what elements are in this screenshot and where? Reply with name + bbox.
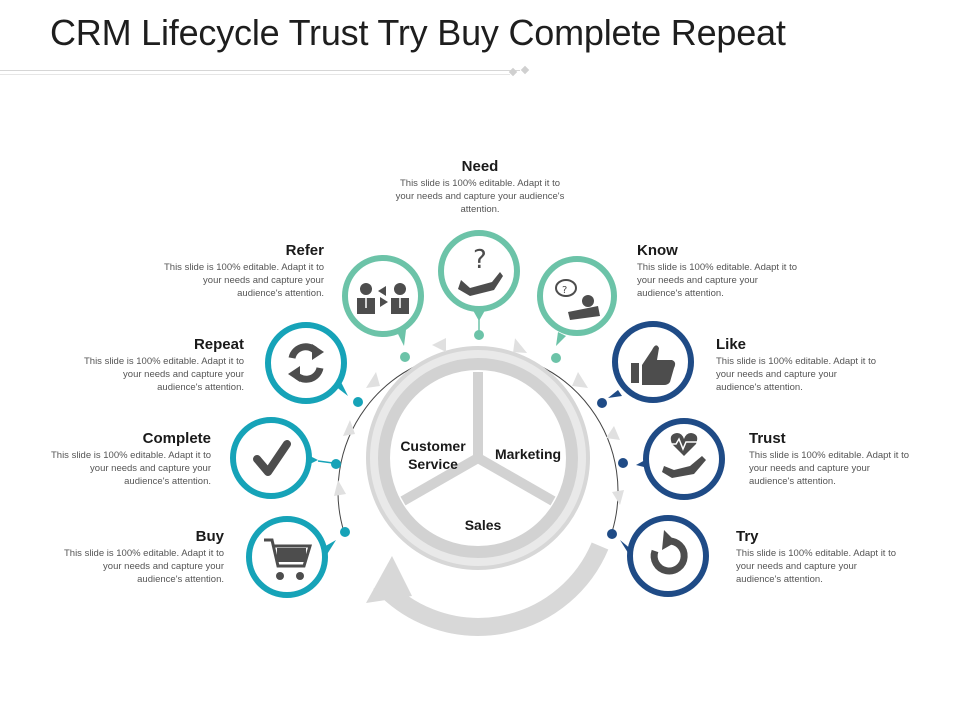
arc-arrow — [366, 372, 380, 388]
stage-text-try: Try This slide is 100% editable. Adapt i… — [736, 528, 904, 586]
stage-text-like: Like This slide is 100% editable. Adapt … — [716, 336, 884, 394]
svg-text:?: ? — [562, 285, 567, 296]
stage-heading: Need — [461, 158, 499, 175]
stage-heading: Try — [736, 528, 759, 545]
arc-arrow — [343, 420, 355, 436]
stage-heading: Buy — [195, 528, 224, 545]
stage-description: This slide is 100% editable. Adapt it to… — [83, 356, 244, 393]
stage-text-repeat: Repeat This slide is 100% editable. Adap… — [76, 336, 244, 394]
thumbs-up-icon — [631, 345, 676, 385]
stage-description: This slide is 100% editable. Adapt it to… — [637, 262, 798, 299]
shopping-cart-icon — [264, 538, 313, 580]
arc-arrow — [432, 338, 446, 352]
stage-text-know: Know This slide is 100% editable. Adapt … — [637, 242, 805, 300]
stage-description: This slide is 100% editable. Adapt it to… — [716, 356, 877, 393]
page-title: CRM Lifecycle Trust Try Buy Complete Rep… — [50, 12, 786, 53]
stage-description: This slide is 100% editable. Adapt it to… — [163, 262, 324, 299]
arc-arrow — [334, 480, 346, 496]
wheel-spoke — [475, 453, 556, 506]
center-segment-sales: Sales — [464, 517, 502, 533]
stage-heading: Refer — [285, 242, 324, 259]
refresh-icon — [288, 343, 324, 383]
thinking-person-icon: ? — [555, 279, 600, 320]
arc-arrows — [334, 338, 624, 505]
heart-hand-icon — [662, 433, 706, 478]
arc-arrow — [612, 490, 624, 505]
stage-heading: Trust — [749, 430, 786, 447]
stage-heading: Like — [716, 336, 747, 353]
stage-bubble-buy — [246, 516, 350, 598]
wheel-spoke — [400, 453, 481, 506]
people-exchange-icon — [357, 283, 409, 314]
circular-arrow-icon — [650, 530, 688, 575]
return-arrow-head — [366, 556, 412, 603]
arc-arrow — [606, 426, 620, 440]
stage-text-complete: Complete This slide is 100% editable. Ad… — [43, 430, 211, 488]
arc-arrow — [513, 338, 528, 354]
stage-bubble-repeat — [265, 322, 363, 407]
stage-bubble-try — [607, 515, 709, 597]
stage-description: This slide is 100% editable. Adapt it to… — [749, 450, 910, 487]
stage-heading: Know — [637, 242, 678, 259]
checkmark-icon — [253, 440, 291, 476]
svg-text:?: ? — [473, 245, 487, 275]
stage-bubble-trust — [618, 418, 725, 500]
return-arrow — [373, 542, 609, 636]
stage-text-refer: Refer This slide is 100% editable. Adapt… — [156, 242, 324, 300]
stage-description: This slide is 100% editable. Adapt it to… — [63, 548, 224, 585]
center-segment-marketing: Marketing — [494, 446, 562, 462]
center-segment-customer-service: Customer Service — [400, 438, 466, 472]
stage-description: This slide is 100% editable. Adapt it to… — [736, 548, 897, 585]
stage-bubble-complete — [230, 417, 341, 499]
stage-bubble-like — [597, 321, 694, 408]
stage-heading: Complete — [142, 430, 211, 447]
question-hand-icon: ? — [458, 245, 503, 296]
stage-text-buy: Buy This slide is 100% editable. Adapt i… — [56, 528, 224, 586]
title-divider-shadow — [0, 74, 510, 75]
stage-text-trust: Trust This slide is 100% editable. Adapt… — [749, 430, 917, 488]
stage-description: This slide is 100% editable. Adapt it to… — [50, 450, 211, 487]
stage-description: This slide is 100% editable. Adapt it to… — [395, 178, 565, 215]
arc-arrow — [572, 372, 588, 388]
stage-bubble-need: ? — [438, 230, 520, 340]
stage-text-need: Need This slide is 100% editable. Adapt … — [395, 158, 565, 216]
stage-bubble-know: ? — [537, 256, 617, 363]
stage-heading: Repeat — [193, 336, 244, 353]
stage-bubble-refer — [342, 255, 424, 362]
title-divider — [0, 70, 520, 71]
